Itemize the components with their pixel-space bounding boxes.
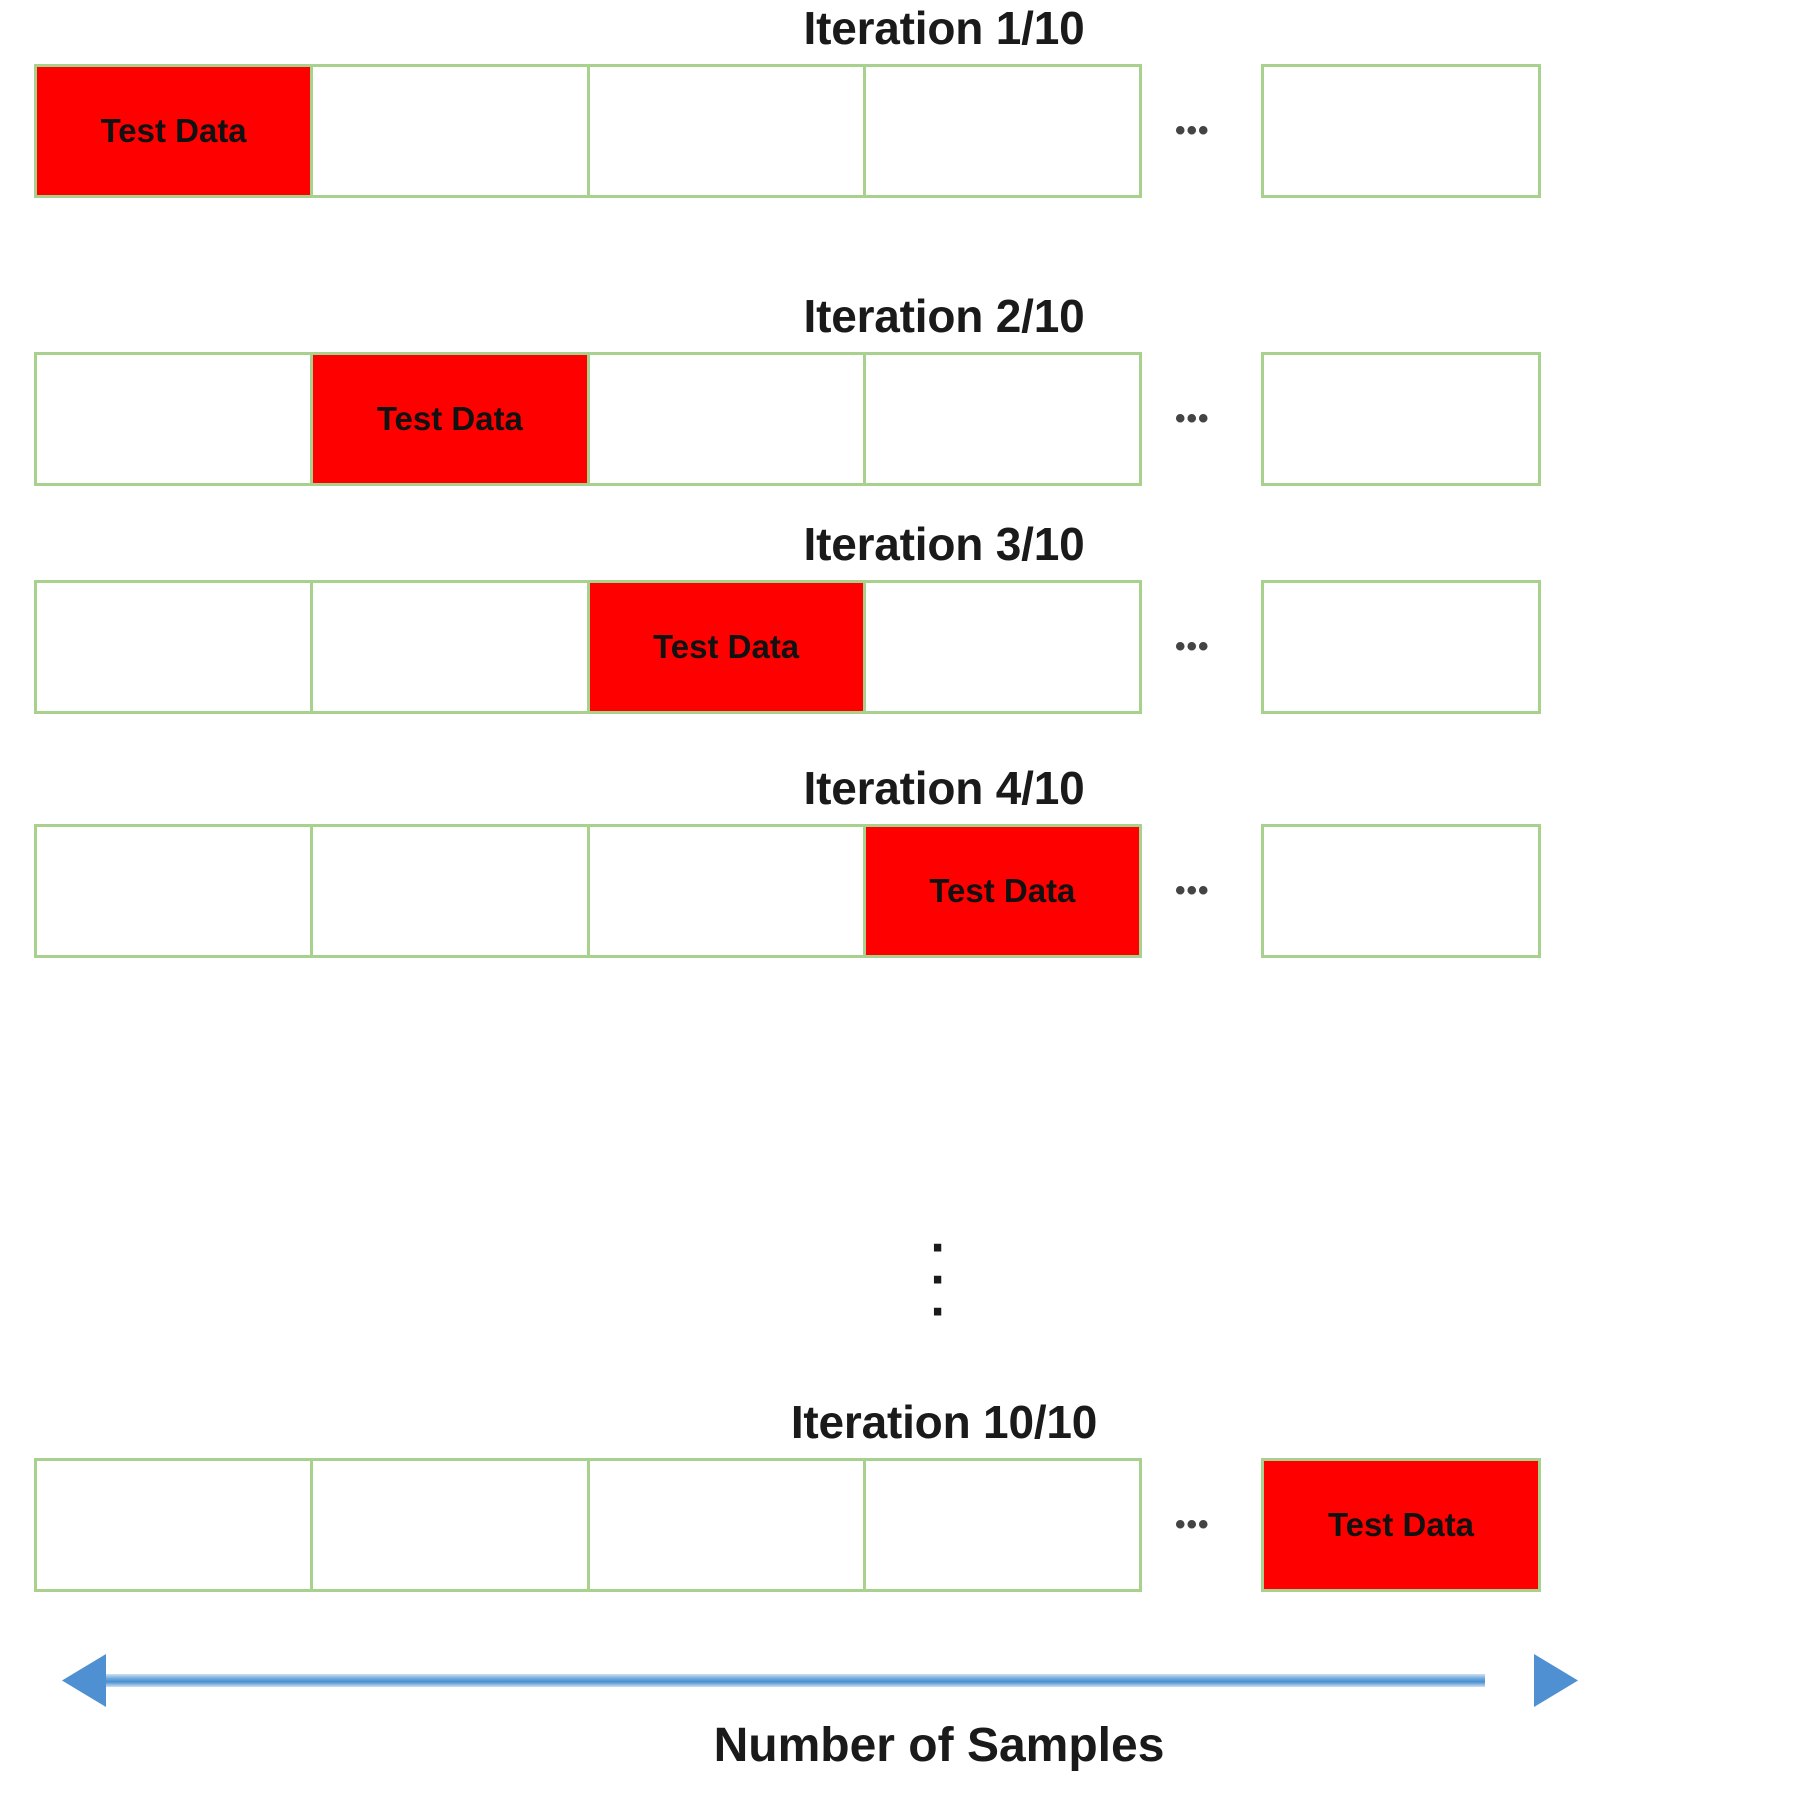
iteration-title-2: Iteration 2/10: [803, 290, 1085, 342]
sample-strip-3: Test Data •••: [0, 580, 1818, 715]
ellipsis-dot: ·: [930, 1283, 948, 1342]
fold-row-10: [34, 1458, 1142, 1593]
fold-cell-3-last: [1261, 580, 1541, 715]
sample-strip-10: ••• Test Data: [0, 1458, 1818, 1593]
number-of-samples-arrow: [0, 1640, 1818, 1720]
test-data-label: Test Data: [1327, 1506, 1475, 1544]
fold-cell-4-last: [1261, 824, 1541, 959]
axis-label-number-of-samples: Number of Samples: [713, 1719, 1165, 1772]
fold-cell-1-4: [865, 67, 1139, 196]
fold-cell-1-1: Test Data: [37, 67, 314, 196]
fold-cell-4-4: Test Data: [865, 827, 1139, 956]
sample-strip-1: Test Data •••: [0, 64, 1818, 199]
test-data-label: Test Data: [100, 112, 247, 150]
test-data-label: Test Data: [653, 628, 800, 666]
fold-row-2: Test Data: [34, 352, 1142, 487]
horizontal-ellipsis-icon: •••: [1175, 114, 1210, 148]
fold-cell-4-1: [37, 827, 314, 956]
fold-cell-10-2: [313, 1461, 590, 1590]
ellipsis-dot: ·: [930, 1251, 948, 1310]
iteration-block-4: Iteration 4/10 Test Data •••: [0, 762, 1818, 959]
horizontal-ellipsis-icon: •••: [1175, 1508, 1210, 1542]
test-data-label: Test Data: [376, 400, 523, 438]
fold-cell-10-3: [589, 1461, 866, 1590]
fold-row-3: Test Data: [34, 580, 1142, 715]
iteration-title-10: Iteration 10/10: [790, 1396, 1098, 1448]
fold-cell-2-4: [865, 355, 1139, 484]
horizontal-ellipsis-icon: •••: [1175, 402, 1210, 436]
fold-cell-1-3: [589, 67, 866, 196]
fold-cell-10-last: Test Data: [1261, 1458, 1541, 1593]
fold-cell-2-last: [1261, 352, 1541, 487]
iteration-block-10: Iteration 10/10 ••• Test Data: [0, 1396, 1818, 1593]
horizontal-ellipsis-icon: •••: [1175, 874, 1210, 908]
iteration-title-4: Iteration 4/10: [803, 762, 1085, 814]
sample-strip-2: Test Data •••: [0, 352, 1818, 487]
iteration-block-2: Iteration 2/10 Test Data •••: [0, 290, 1818, 487]
fold-cell-3-1: [37, 583, 314, 712]
fold-cell-2-1: [37, 355, 314, 484]
fold-row-4: Test Data: [34, 824, 1142, 959]
fold-cell-4-2: [313, 827, 590, 956]
fold-cell-3-3: Test Data: [589, 583, 866, 712]
double-headed-arrow-icon: [62, 1654, 1578, 1707]
fold-cell-2-3: [589, 355, 866, 484]
fold-cell-3-4: [865, 583, 1139, 712]
iteration-title-3: Iteration 3/10: [803, 518, 1085, 570]
fold-cell-1-last: [1261, 64, 1541, 199]
fold-cell-2-2: Test Data: [313, 355, 590, 484]
test-data-label: Test Data: [929, 872, 1076, 910]
fold-row-1: Test Data: [34, 64, 1142, 199]
vertical-ellipsis-icon: · · ·: [0, 1219, 1818, 1342]
horizontal-ellipsis-icon: •••: [1175, 630, 1210, 664]
fold-cell-3-2: [313, 583, 590, 712]
fold-cell-10-1: [37, 1461, 314, 1590]
fold-cell-1-2: [313, 67, 590, 196]
fold-cell-10-4: [865, 1461, 1139, 1590]
iteration-block-1: Iteration 1/10 Test Data •••: [0, 2, 1818, 199]
iteration-block-3: Iteration 3/10 Test Data •••: [0, 518, 1818, 715]
sample-strip-4: Test Data •••: [0, 824, 1818, 959]
fold-cell-4-3: [589, 827, 866, 956]
ellipsis-dot: ·: [930, 1219, 948, 1277]
iteration-title-1: Iteration 1/10: [803, 2, 1085, 54]
